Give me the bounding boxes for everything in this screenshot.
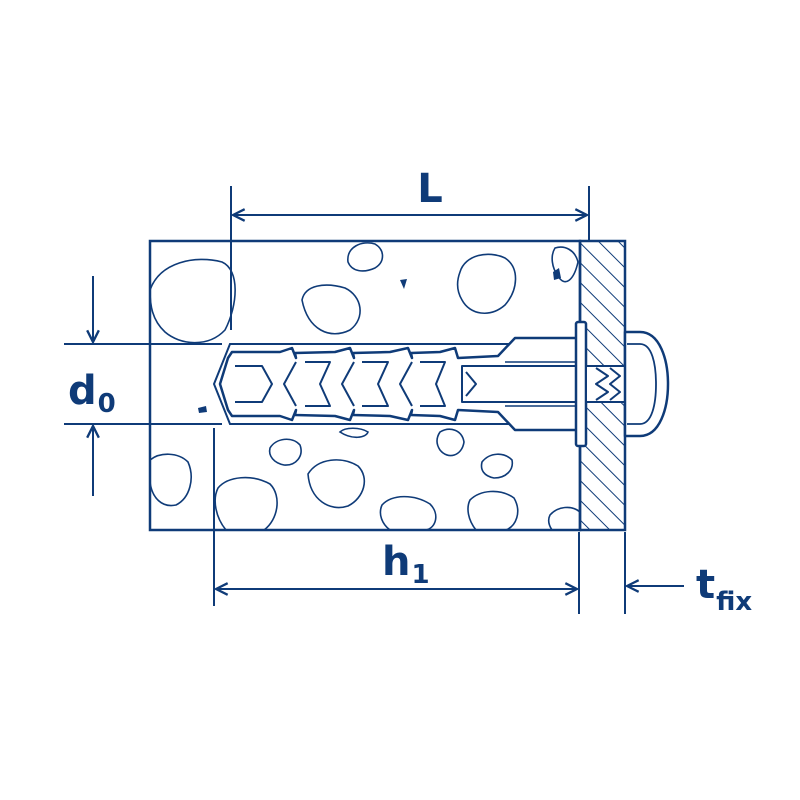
label-tfix-main: t bbox=[696, 562, 715, 608]
wall-plug bbox=[218, 336, 582, 432]
screw bbox=[585, 330, 670, 438]
label-h1-main: h bbox=[382, 539, 410, 585]
dimension-h1 bbox=[213, 428, 580, 614]
label-tfix: tfix bbox=[696, 562, 752, 617]
label-h1-sub: 1 bbox=[411, 560, 429, 590]
dimension-tfix bbox=[624, 532, 684, 614]
label-h1: h1 bbox=[382, 539, 430, 590]
label-L: L bbox=[417, 166, 443, 212]
label-d0-main: d bbox=[68, 368, 97, 414]
label-d0: d0 bbox=[68, 368, 116, 419]
dimension-L bbox=[230, 186, 590, 330]
concrete-specks bbox=[198, 268, 561, 413]
aggregate-stones bbox=[150, 242, 580, 530]
dimension-d0 bbox=[64, 276, 222, 496]
plug-collar bbox=[574, 320, 588, 448]
label-tfix-sub: fix bbox=[716, 587, 752, 617]
label-d0-sub: 0 bbox=[98, 389, 116, 419]
